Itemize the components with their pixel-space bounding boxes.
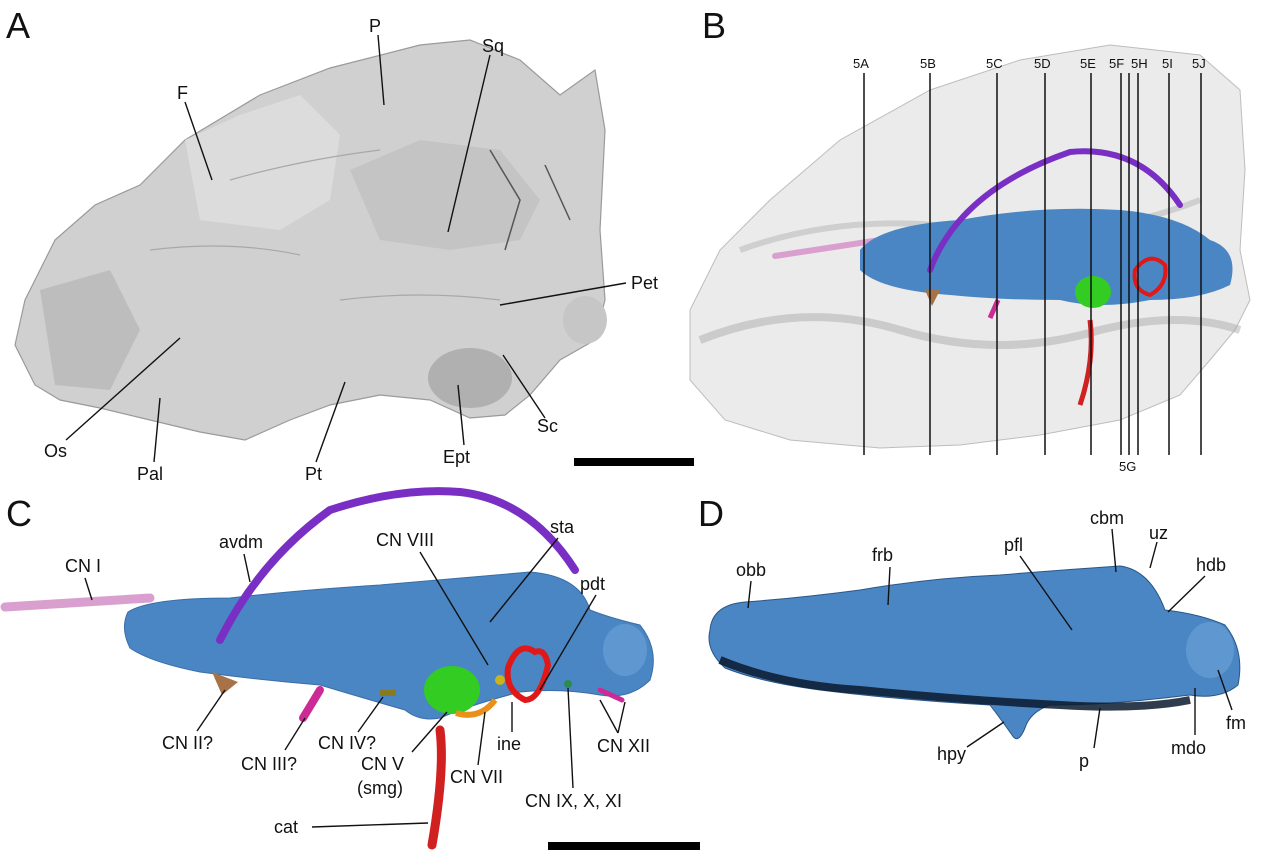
label-uz: uz bbox=[1149, 523, 1168, 543]
skull-shadow-band bbox=[698, 313, 1242, 349]
cut-label: 5H bbox=[1131, 56, 1148, 71]
label-pfl: pfl bbox=[1004, 535, 1023, 555]
label-cat: cat bbox=[274, 817, 298, 837]
panel-a: A P Sq F Pet Os Pal Pt Ept Sc bbox=[6, 5, 694, 484]
orbit-region bbox=[40, 270, 140, 390]
label-ept: Ept bbox=[443, 447, 470, 467]
label-fm: fm bbox=[1226, 713, 1246, 733]
cut-label: 5F bbox=[1109, 56, 1124, 71]
label-frb: frb bbox=[872, 545, 893, 565]
label-p: p bbox=[1079, 751, 1089, 771]
cut-lines bbox=[863, 73, 1202, 455]
label-cn7: CN VII bbox=[450, 767, 503, 787]
panel-b-label: B bbox=[702, 5, 726, 46]
cn4-c bbox=[380, 690, 396, 696]
label-cn9: CN IX, X, XI bbox=[525, 791, 622, 811]
avdm-b bbox=[927, 148, 1183, 273]
label-sta: sta bbox=[550, 517, 575, 537]
label-avdm: avdm bbox=[219, 532, 263, 552]
trigeminal-c bbox=[424, 666, 480, 714]
frontal-region bbox=[185, 95, 340, 230]
cn2-b bbox=[925, 290, 940, 306]
cut-label: 5A bbox=[853, 56, 869, 71]
endocast-d bbox=[708, 565, 1241, 740]
scale-bar-c bbox=[548, 842, 700, 850]
label-cn4: CN IV? bbox=[318, 733, 376, 753]
panel-d: D obb frb pfl cbm uz hdb fm mdo p hpy bbox=[698, 493, 1246, 771]
squamosal-region bbox=[350, 140, 540, 250]
label-hdb: hdb bbox=[1196, 555, 1226, 575]
cut-label: 5C bbox=[986, 56, 1003, 71]
label-pal: Pal bbox=[137, 464, 163, 484]
olfactory-tract-b bbox=[772, 237, 883, 259]
label-pdt: pdt bbox=[580, 574, 605, 594]
skull-sutures bbox=[149, 149, 501, 301]
label-mdo: mdo bbox=[1171, 738, 1206, 758]
scale-bar-a bbox=[574, 458, 694, 466]
cat-c bbox=[427, 725, 446, 850]
ectopterygoid-region bbox=[428, 348, 512, 408]
label-sq: Sq bbox=[482, 36, 504, 56]
label-ine: ine bbox=[497, 734, 521, 754]
cn8-c bbox=[495, 675, 505, 685]
label-os: Os bbox=[44, 441, 67, 461]
panel-d-label: D bbox=[698, 493, 724, 534]
panel-c: C CN I avdm CN VIII sta pdt CN II? CN II… bbox=[0, 487, 700, 850]
cn12-c bbox=[597, 687, 625, 703]
cn7-c bbox=[455, 698, 498, 718]
cut-label: 5I bbox=[1162, 56, 1173, 71]
endocast-d-hind-highlight bbox=[1186, 622, 1234, 678]
avdm-c bbox=[216, 487, 579, 644]
label-cn8: CN VIII bbox=[376, 530, 434, 550]
label-cn5: CN V bbox=[361, 754, 404, 774]
label-p: P bbox=[369, 16, 381, 36]
petrosal-region bbox=[563, 296, 607, 344]
cn3-c bbox=[299, 686, 324, 722]
cut-labels: 5A 5B 5C 5D 5E 5F 5H 5I 5J 5G bbox=[853, 56, 1206, 474]
label-hpy: hpy bbox=[937, 744, 966, 764]
label-pt: Pt bbox=[305, 464, 322, 484]
cracks bbox=[489, 149, 571, 251]
label-smg: (smg) bbox=[357, 778, 403, 798]
inner-ear-c bbox=[504, 645, 552, 704]
label-obb: obb bbox=[736, 560, 766, 580]
endocast-c bbox=[124, 571, 654, 720]
panel-a-label: A bbox=[6, 5, 30, 46]
cut-label: 5J bbox=[1192, 56, 1206, 71]
label-cn2: CN II? bbox=[162, 733, 213, 753]
cut-label: 5B bbox=[920, 56, 936, 71]
label-cn12: CN XII bbox=[597, 736, 650, 756]
trigeminal-b bbox=[1075, 276, 1111, 308]
label-cbm: cbm bbox=[1090, 508, 1124, 528]
cut-label: 5E bbox=[1080, 56, 1096, 71]
cut-label-bottom: 5G bbox=[1119, 459, 1136, 474]
endocast-d-shadow bbox=[718, 656, 1191, 711]
label-cn3: CN III? bbox=[241, 754, 297, 774]
label-f: F bbox=[177, 83, 188, 103]
endocast-hind-highlight bbox=[603, 624, 647, 676]
cn9-c bbox=[564, 680, 572, 688]
label-pet: Pet bbox=[631, 273, 658, 293]
label-cn1: CN I bbox=[65, 556, 101, 576]
cut-label: 5D bbox=[1034, 56, 1051, 71]
label-sc: Sc bbox=[537, 416, 558, 436]
panel-c-label: C bbox=[6, 493, 32, 534]
olfactory-tract bbox=[0, 593, 155, 612]
panel-b: B 5A 5B 5C 5D 5E 5F bbox=[689, 5, 1251, 474]
skull-render bbox=[14, 39, 606, 441]
cn2-c bbox=[212, 672, 238, 695]
